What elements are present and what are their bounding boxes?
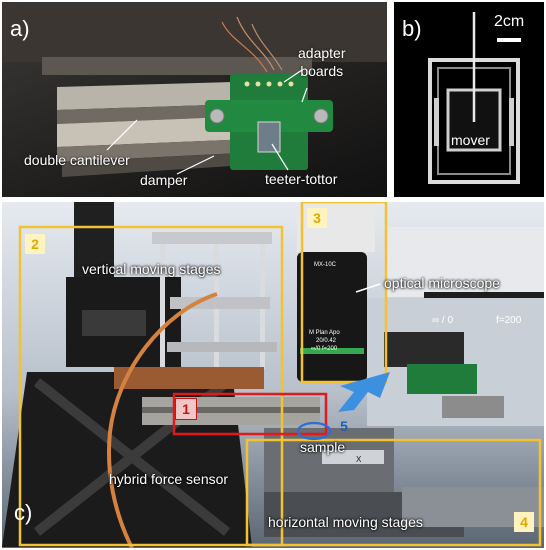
panel-a-pointers	[106, 69, 308, 175]
top-plate	[42, 57, 312, 75]
label-hybrid-force-sensor: hybrid force sensor	[109, 471, 229, 487]
label-sample: sample	[300, 439, 346, 455]
copper-block	[114, 367, 264, 389]
panel-a-photo: a) adapter boards double cantilever damp…	[2, 2, 387, 197]
inset-inf-text: ∞ / 0	[432, 315, 454, 326]
frame-top-plate	[152, 232, 272, 244]
wire	[251, 23, 283, 71]
panel-b-letter: b)	[402, 16, 422, 41]
box-3-outline	[300, 202, 388, 384]
label-teeter-tottor: teeter-tottor	[265, 171, 338, 187]
microscope-body	[387, 227, 544, 297]
objective-na: 20/0.42	[316, 338, 337, 344]
label-double-cantilever: double cantilever	[24, 152, 130, 168]
marker-4: 4	[514, 512, 534, 532]
box-1-outline	[172, 392, 328, 436]
marker-5: 5	[340, 418, 348, 434]
box-2-outline	[18, 225, 284, 547]
label-vertical-moving-stages: vertical moving stages	[82, 261, 221, 277]
panel-c-photo: MX-10C M Plan Apo 20/0.42 ∞/0 f=200 ∞ / …	[2, 202, 544, 548]
background-fixture	[2, 2, 387, 62]
scale-bar	[497, 38, 521, 42]
inset-f-text: f=200	[496, 315, 522, 326]
adapter-board	[205, 74, 333, 170]
sample-ellipse	[296, 421, 332, 441]
panel-b-drawing	[428, 12, 521, 184]
objective-top-text: MX-10C	[314, 262, 337, 268]
objective-name: M Plan Apo	[309, 330, 340, 336]
label-optical-microscope: optical microscope	[384, 275, 500, 291]
stage-axis-text: X	[356, 455, 362, 464]
wire	[221, 21, 268, 73]
panel-c-drawing	[2, 202, 544, 548]
label-mover: mover	[451, 132, 490, 148]
marker-1: 1	[175, 398, 197, 420]
box-4-outline	[245, 438, 542, 547]
label-horizontal-moving-stages: horizontal moving stages	[268, 514, 423, 530]
panel-b-photo: b) 2cm mover	[394, 2, 544, 197]
orange-cable	[106, 292, 218, 548]
marker-3: 3	[307, 208, 327, 228]
blue-arrow	[338, 372, 390, 412]
label-damper: damper	[140, 172, 188, 188]
microscope-objective	[297, 252, 367, 382]
objective-inf: ∞/0 f=200	[311, 346, 338, 352]
scale-label: 2cm	[494, 13, 525, 30]
label-adapter-boards: adapter boards	[298, 45, 346, 80]
panel-c-letter: c)	[14, 500, 33, 525]
panel-a-letter: a)	[10, 16, 30, 41]
wire	[236, 16, 275, 71]
marker-2: 2	[25, 234, 45, 254]
